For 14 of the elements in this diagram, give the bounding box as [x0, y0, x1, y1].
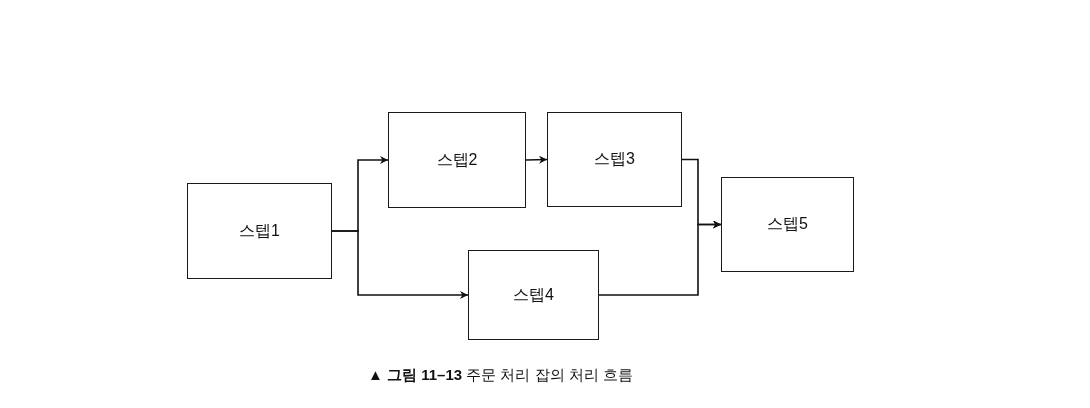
step-label: 스텝3: [594, 149, 635, 169]
arrow: [598, 220, 722, 296]
process-box: [547, 112, 682, 207]
step-label: 스텝1: [239, 220, 280, 241]
process-box: [388, 112, 526, 208]
arrow: [331, 230, 469, 299]
process-box: [187, 183, 332, 279]
figure-caption: ▲ 그림 11–13 주문 처리 잡의 처리 흐름: [368, 366, 633, 385]
process-box: [468, 250, 599, 340]
step-label: 스텝5: [767, 214, 808, 234]
process-box: [721, 177, 854, 272]
arrow: [525, 155, 548, 164]
step-label: 스텝4: [513, 284, 554, 305]
step-label: 스텝2: [436, 149, 478, 170]
